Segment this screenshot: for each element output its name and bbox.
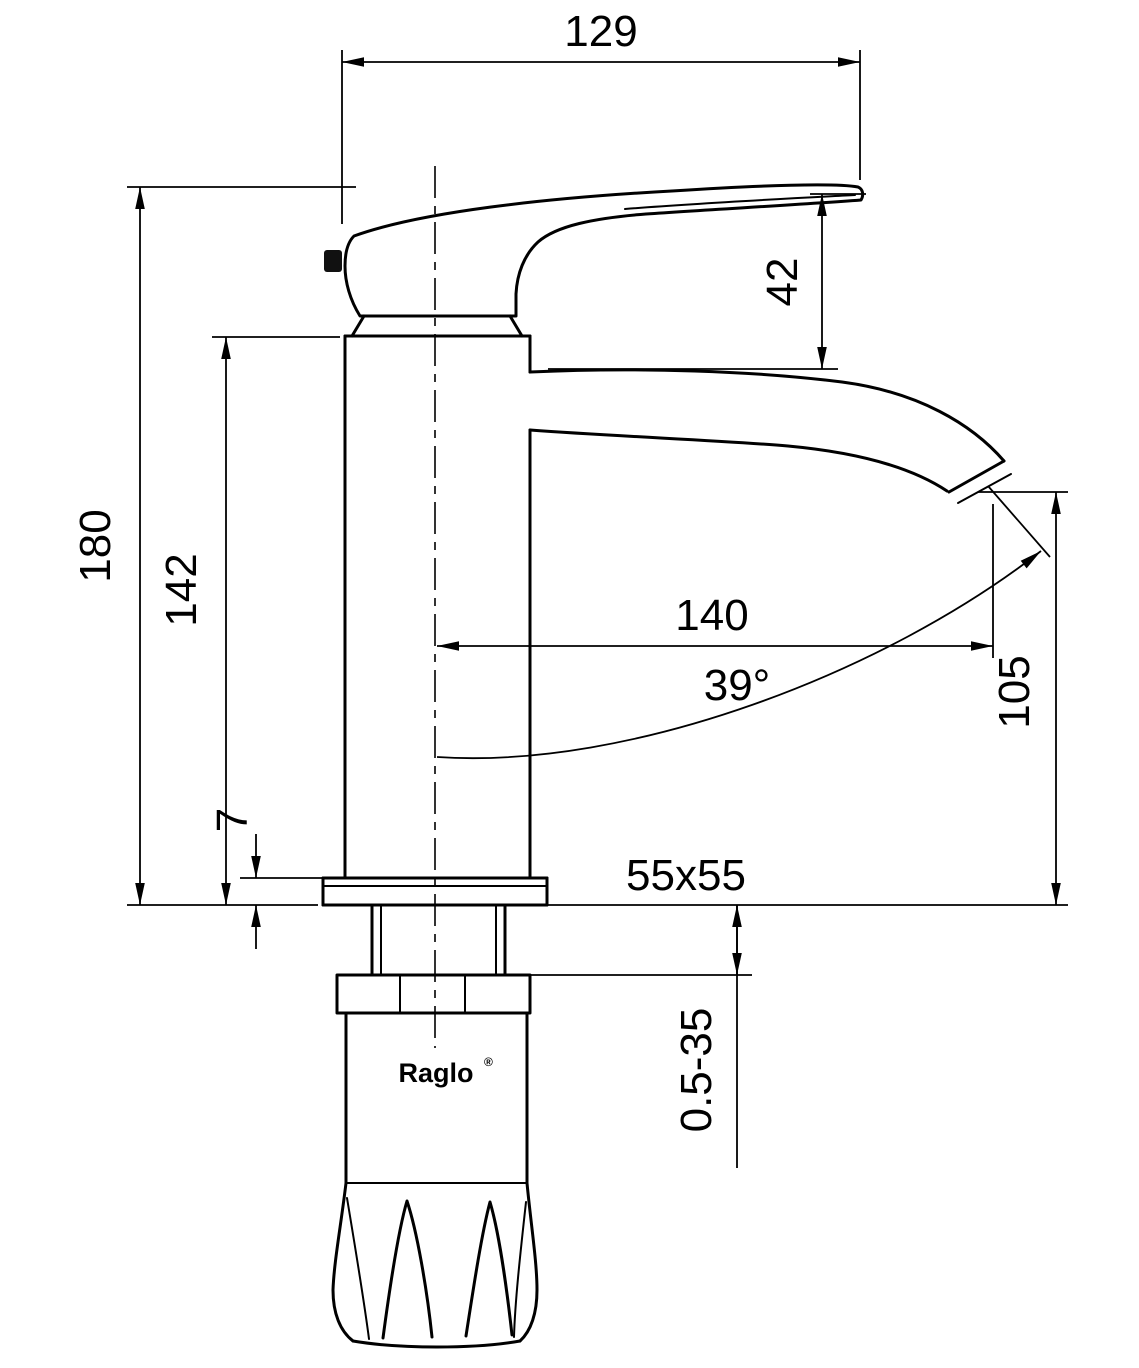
grip-petal-right	[464, 1200, 514, 1338]
lower-housing: Raglo ®	[344, 1011, 529, 1185]
faucet-outline: Raglo ®	[321, 183, 1012, 1349]
spout-bottom-edge	[528, 428, 949, 493]
dimension-handle-height: 42	[548, 193, 866, 370]
dim-label-140: 140	[675, 591, 748, 640]
grip-right-outline	[518, 1181, 539, 1343]
dim-label-129: 129	[564, 7, 637, 56]
grip-bottom-edge	[351, 1339, 522, 1349]
spout	[528, 368, 1012, 504]
dimension-spout-reach: 140	[437, 504, 994, 658]
angle-arc	[436, 550, 1042, 759]
base-flange	[321, 876, 549, 907]
spout-aerator-line	[957, 473, 1012, 504]
grip-edge-curve-right	[513, 1201, 527, 1338]
grip-left-outline	[331, 1181, 355, 1343]
mounting-nut	[335, 973, 532, 1015]
threaded-shank	[370, 903, 507, 977]
dimension-handle-length: 129	[341, 7, 861, 224]
nut-outline	[335, 973, 532, 1015]
bottom-grip	[331, 1181, 539, 1349]
dimension-overall-height: 180	[71, 186, 356, 906]
angle-reference-line	[987, 485, 1051, 558]
dim-label-55x55: 55x55	[626, 851, 746, 900]
dim-label-0.5-35: 0.5-35	[672, 1008, 721, 1133]
spout-top-edge	[528, 368, 1006, 463]
dimension-base-thickness: 7	[208, 808, 322, 949]
dim-label-105: 105	[990, 655, 1039, 728]
handle-lever-outline	[343, 183, 865, 318]
dimension-body-height: 142	[157, 336, 340, 905]
body-column	[343, 334, 532, 880]
dome-right-slant	[508, 314, 524, 338]
grip-edge-curve-left	[346, 1197, 370, 1340]
grip-petal-left	[381, 1199, 434, 1340]
dimension-outlet-height: 105	[547, 491, 1068, 906]
dim-label-180: 180	[71, 509, 120, 582]
dimension-base-footprint: 55x55	[626, 851, 746, 900]
dome-left-slant	[350, 314, 366, 338]
dim-label-42: 42	[758, 258, 807, 307]
dim-label-39deg: 39°	[704, 661, 771, 710]
spout-tip-face	[947, 459, 1006, 494]
dim-label-7: 7	[208, 808, 257, 832]
handle-lever	[324, 183, 865, 338]
handle-indicator-button	[324, 250, 342, 272]
dim-label-142: 142	[157, 553, 206, 626]
dimension-mounting-range: 0.5-35	[512, 905, 752, 1168]
dimension-spout-angle: 39°	[436, 485, 1051, 759]
brand-registered-mark: ®	[484, 1055, 493, 1069]
brand-logo: Raglo	[398, 1058, 473, 1088]
